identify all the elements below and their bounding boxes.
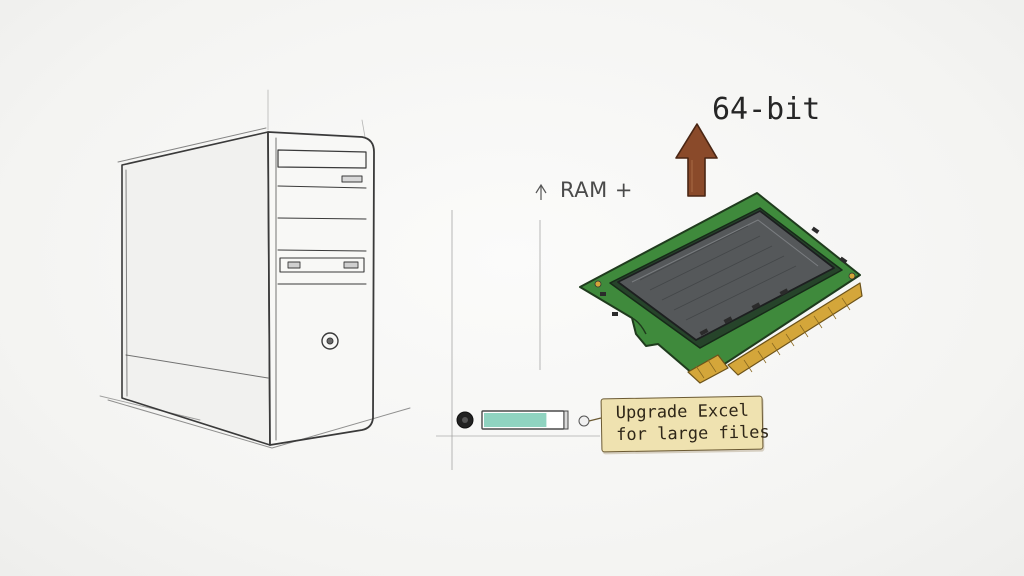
small-up-arrow-icon: [535, 183, 547, 200]
ram-label: RAM +: [560, 178, 633, 202]
up-arrow-icon: [675, 123, 718, 197]
progress-fill: [484, 413, 547, 427]
tag-line-1: Upgrade Excel: [615, 400, 750, 424]
bit-label: 64-bit: [712, 92, 821, 127]
computer-tower-icon: [99, 89, 411, 449]
note-tag: Upgrade Excel for large files: [600, 395, 770, 453]
ram-module-icon: [579, 192, 863, 384]
tag-line-2: for large files: [616, 422, 770, 446]
progress-bar: [456, 410, 602, 430]
